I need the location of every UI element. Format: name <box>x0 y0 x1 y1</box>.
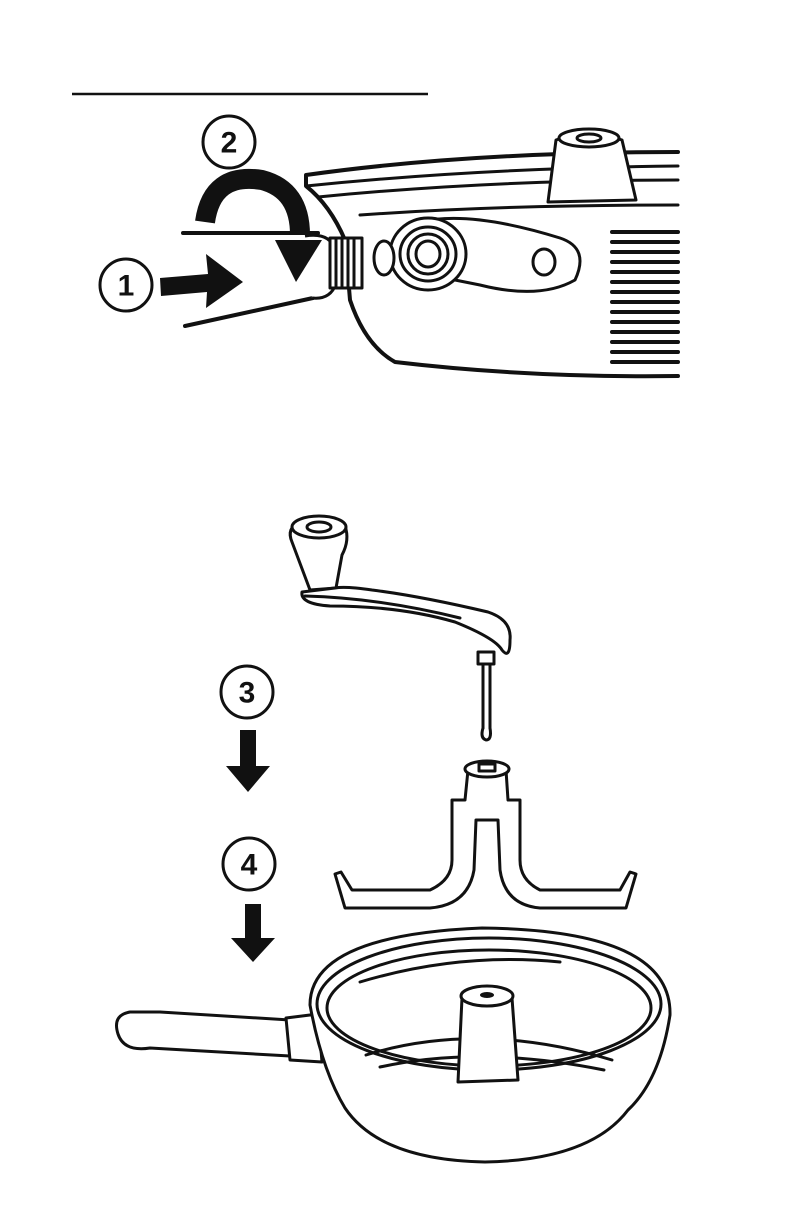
crank-handle <box>290 516 510 740</box>
step-2-badge: 2 <box>203 116 255 168</box>
step-4-number: 4 <box>241 849 258 882</box>
step-1-badge: 1 <box>100 259 152 311</box>
step-4-down-arrow <box>231 904 275 962</box>
push-arrow <box>160 254 243 308</box>
pan-with-handle <box>117 928 671 1162</box>
step-1-number: 1 <box>118 270 135 303</box>
stirring-paddle <box>335 761 636 908</box>
step-3-badge: 3 <box>221 666 273 718</box>
step-2-number: 2 <box>221 127 238 160</box>
step-4-badge: 4 <box>223 838 275 890</box>
pan-ribs <box>612 232 678 362</box>
step-3-down-arrow <box>226 730 270 792</box>
step-3-number: 3 <box>239 677 256 710</box>
